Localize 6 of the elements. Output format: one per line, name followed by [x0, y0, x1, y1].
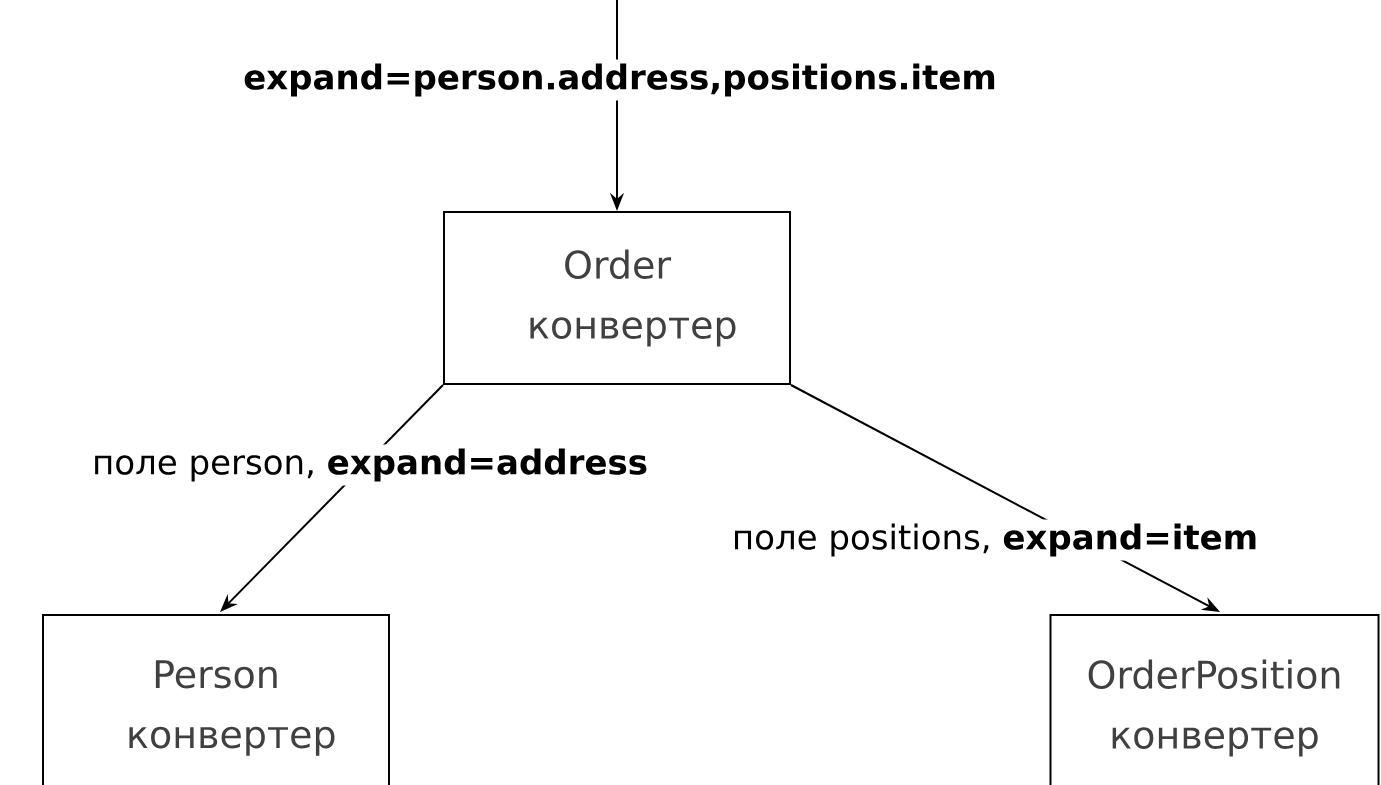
edge-label: поле person, expand=address	[88, 444, 652, 486]
converter-box: Person конвертер	[42, 614, 390, 785]
converter-box: Order конвертер	[443, 211, 791, 385]
edge-label: поле positions, expand=item	[727, 519, 1263, 561]
edge-label: expand=person.address,positions.item	[239, 59, 1001, 101]
converter-box: OrderPosition конвертер	[1049, 614, 1380, 785]
